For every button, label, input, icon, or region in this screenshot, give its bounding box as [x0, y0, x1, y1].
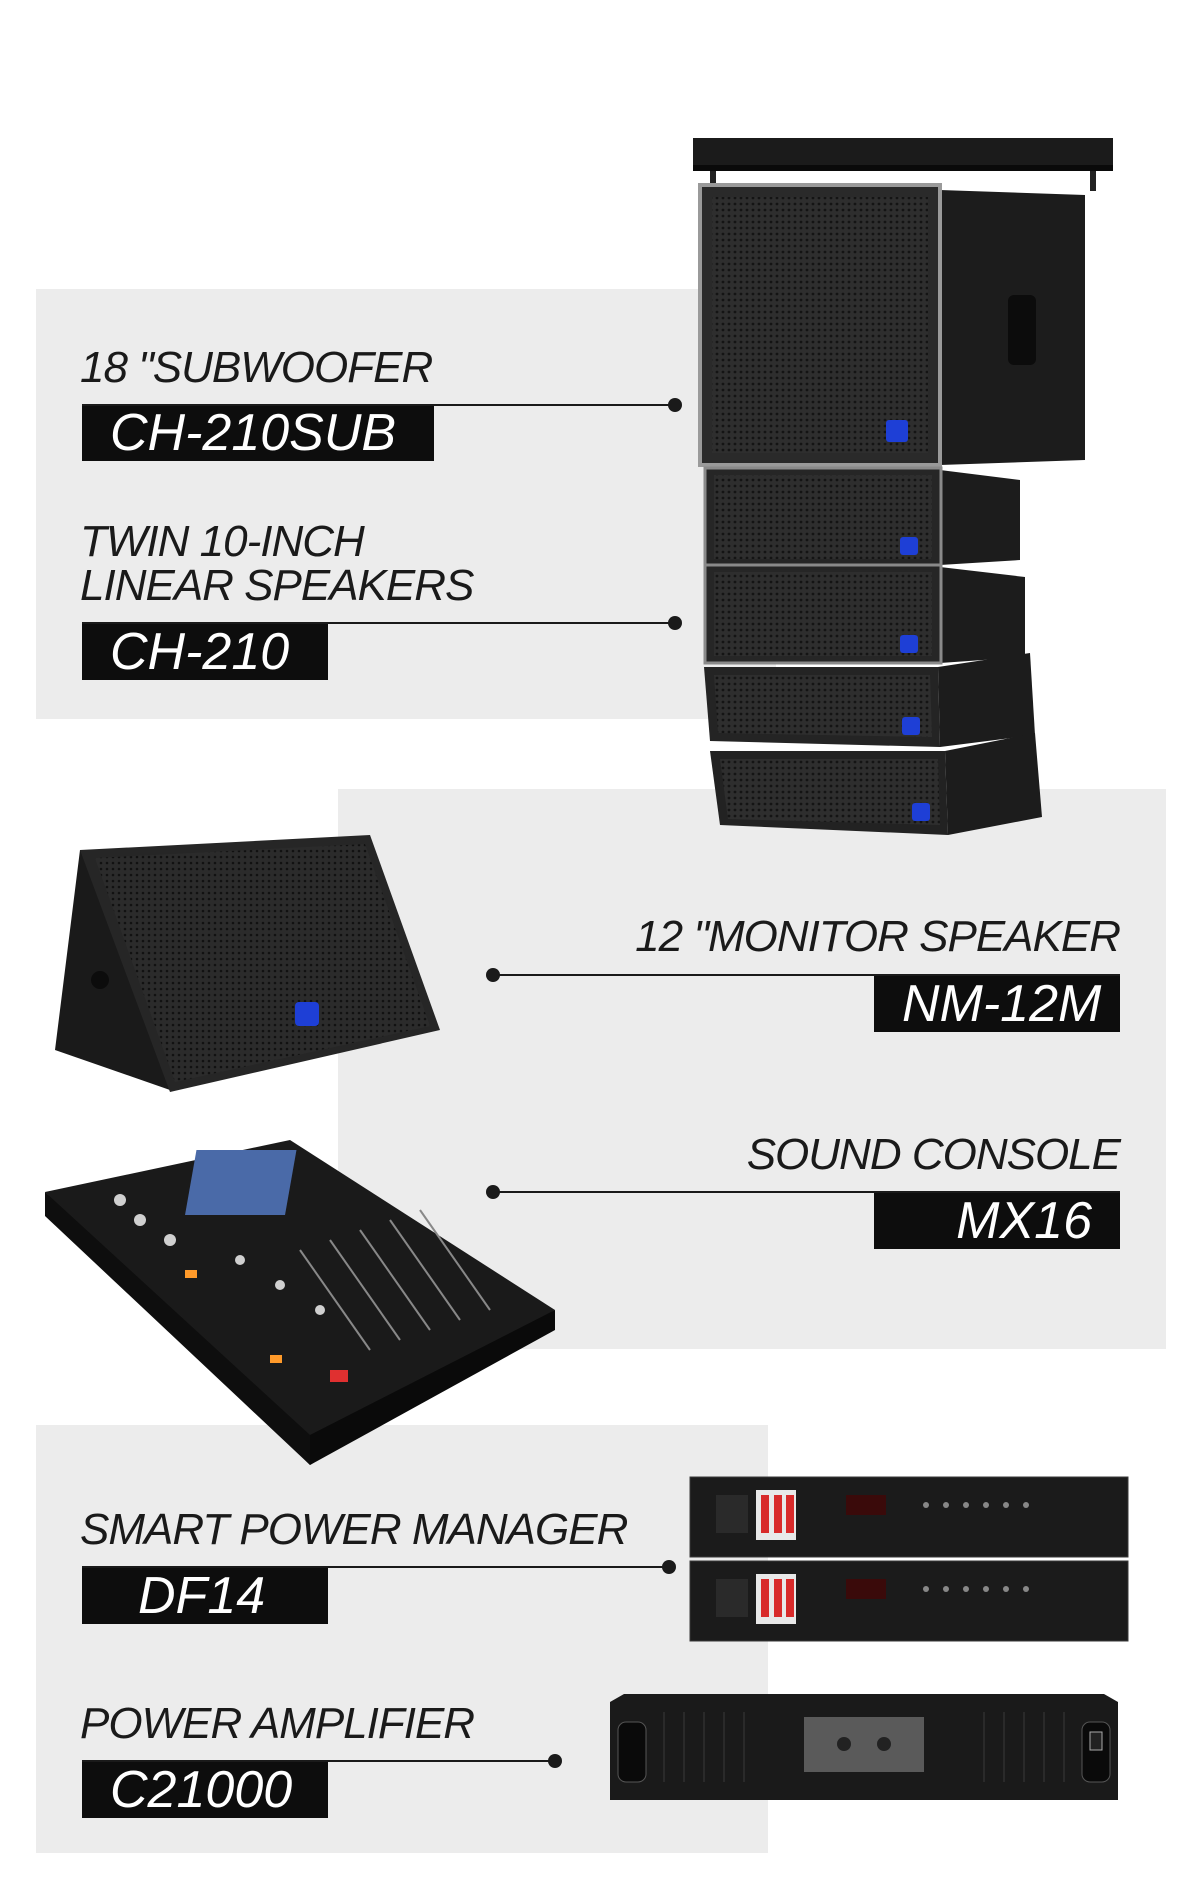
- power-manager-leader: [82, 1566, 674, 1568]
- sound-console-dot: [486, 1185, 500, 1199]
- power-manager-model: DF14: [82, 1568, 328, 1624]
- monitor-speaker-leader: [492, 974, 1120, 976]
- linear-speakers-dot: [668, 616, 682, 630]
- monitor-speaker-image: [50, 830, 450, 1110]
- sound-console-image: [40, 1130, 560, 1470]
- power-amplifier-model: C21000: [82, 1762, 328, 1818]
- subwoofer-model: CH-210SUB: [82, 405, 434, 461]
- power-manager-dot: [662, 1560, 676, 1574]
- monitor-speaker-dot: [486, 968, 500, 982]
- line-array-image: [690, 135, 1120, 875]
- linear-speakers-label-line2: LINEAR SPEAKERS: [80, 561, 474, 610]
- power-amplifier-label: POWER AMPLIFIER: [80, 1699, 475, 1748]
- power-amplifier-dot: [548, 1754, 562, 1768]
- power-amplifier-leader: [82, 1760, 554, 1762]
- sound-console-leader: [492, 1191, 1120, 1193]
- panel-monitor-console: [338, 789, 1166, 1349]
- monitor-speaker-label: 12 "MONITOR SPEAKER: [635, 912, 1121, 961]
- sound-console-label: SOUND CONSOLE: [746, 1130, 1121, 1179]
- subwoofer-label: 18 "SUBWOOFER: [80, 343, 433, 392]
- power-manager-image: [686, 1475, 1132, 1645]
- monitor-speaker-model: NM-12M: [874, 976, 1120, 1032]
- linear-speakers-model: CH-210: [82, 624, 328, 680]
- power-amplifier-image: [604, 1682, 1124, 1812]
- power-manager-label: SMART POWER MANAGER: [80, 1505, 628, 1554]
- linear-speakers-leader: [82, 622, 674, 624]
- subwoofer-dot: [668, 398, 682, 412]
- linear-speakers-label-line1: TWIN 10-INCH: [80, 517, 365, 566]
- subwoofer-leader: [82, 404, 674, 406]
- sound-console-model: MX16: [874, 1193, 1120, 1249]
